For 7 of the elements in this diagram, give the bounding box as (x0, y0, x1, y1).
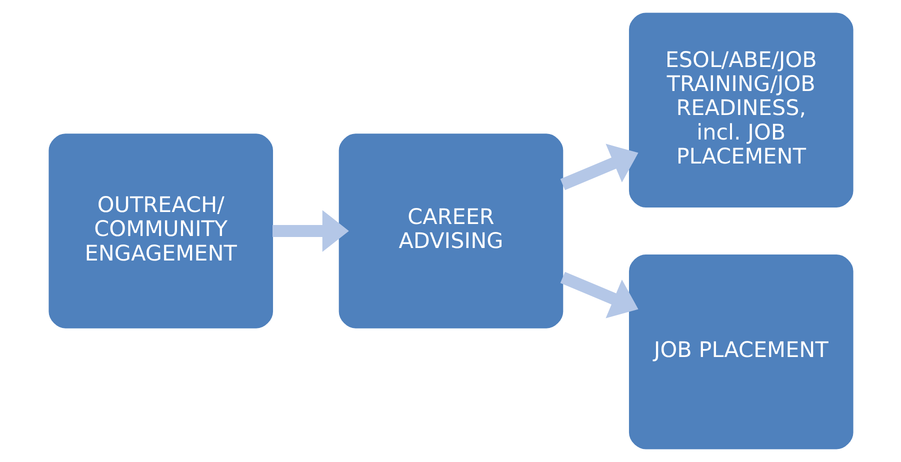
node-box: ESOL/ABE/JOB TRAINING/JOB READINESS, incl. JOB PLACEMENT (628, 12, 853, 208)
arrow (560, 144, 638, 190)
node-box: OUTREACH/ COMMUNITY ENGAGEMENT (48, 134, 273, 328)
arrow (272, 210, 348, 252)
node-box: JOB PLACEMENT (628, 254, 853, 450)
arrow (560, 272, 638, 318)
node-box: CAREER ADVISING (338, 134, 563, 328)
